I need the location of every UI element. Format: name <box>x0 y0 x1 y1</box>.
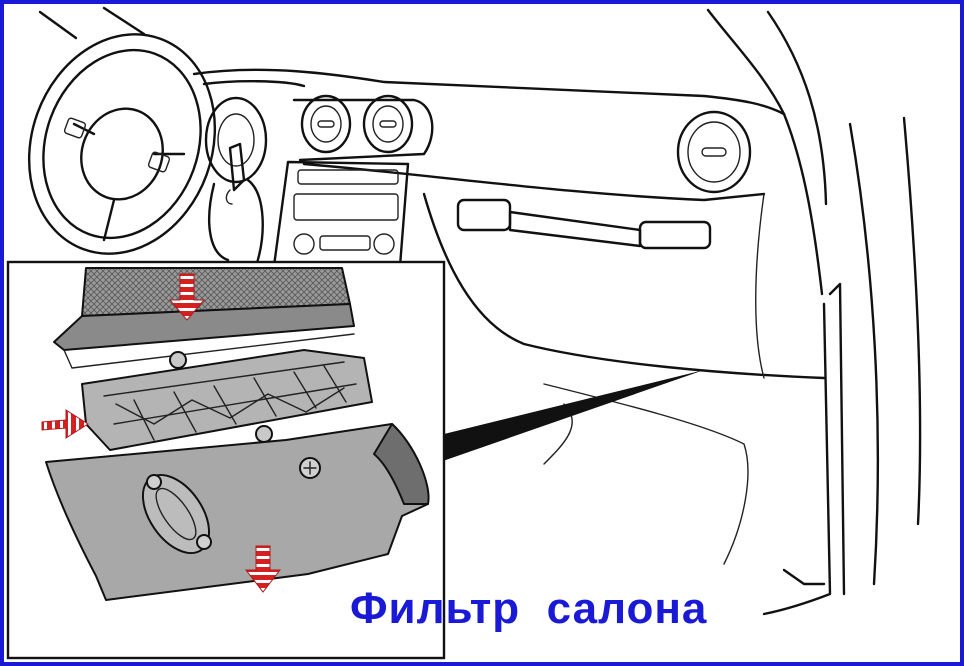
dashboard-illustration <box>6 6 922 660</box>
glove-box-icon <box>456 198 712 250</box>
cabin-filter-icon <box>53 267 355 369</box>
cover-panel-icon <box>45 423 430 601</box>
air-vent-icon <box>676 110 752 194</box>
arrow-down-icon <box>244 545 282 593</box>
center-console <box>272 160 410 268</box>
steering-wheel-icon <box>27 33 217 255</box>
dashboard-outline <box>38 6 922 616</box>
instrument-cluster <box>204 96 268 268</box>
arrow-down-icon <box>168 273 206 321</box>
air-vent-icon <box>292 94 434 162</box>
pointer-wedge <box>440 370 704 462</box>
filter-frame-icon <box>81 349 373 451</box>
arrow-right-icon <box>41 409 89 439</box>
caption-title: Фильтр салона <box>350 584 708 633</box>
